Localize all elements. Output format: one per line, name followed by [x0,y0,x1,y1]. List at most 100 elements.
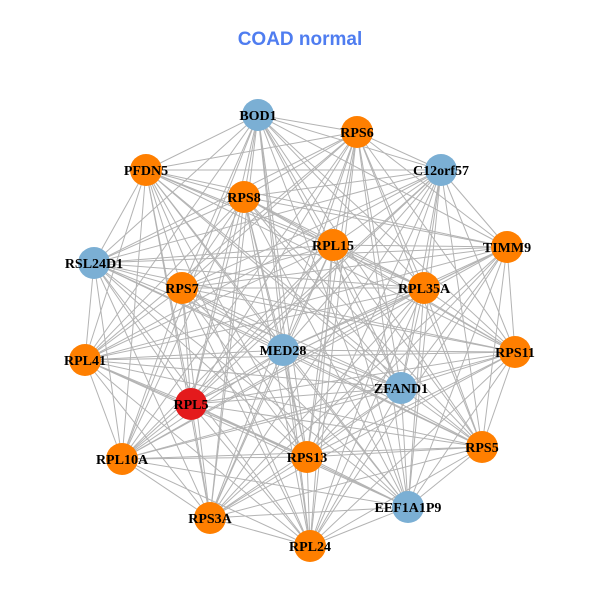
node-c12orf57: C12orf57 [413,154,469,186]
edge [145,169,425,289]
edge [181,244,334,289]
edge [356,131,425,289]
node-label: BOD1 [239,109,276,124]
edge [306,287,425,458]
node-med28: MED28 [260,334,307,366]
node-rps7: RPS7 [165,272,199,304]
node-circle [317,229,349,261]
edge [190,114,259,405]
edge [121,287,183,460]
edge [145,114,259,171]
node-label: EEF1A1P9 [375,501,442,516]
edge [209,131,358,519]
node-label: C12orf57 [413,164,469,179]
edge [306,446,483,458]
edge [145,169,245,198]
edge [181,169,442,289]
node-circle [69,344,101,376]
edge [145,169,211,519]
edge [209,114,259,519]
edge [407,351,516,508]
edge [84,349,284,361]
node-label: RPS13 [287,451,327,466]
node-label: TIMM9 [483,241,531,256]
edge [332,169,442,246]
edge [181,287,192,405]
node-timm9: TIMM9 [483,231,531,263]
edge [93,246,508,264]
edge [506,246,516,353]
edge [190,403,311,547]
edge [190,196,245,405]
edge [121,387,402,460]
edge [400,387,483,448]
edge [209,446,483,519]
edge [84,114,259,361]
node-eef1a1p9: EEF1A1P9 [375,491,442,523]
edge [243,131,358,198]
node-rpl10a: RPL10A [96,443,149,475]
edge [190,131,358,405]
node-rsl24d1: RSL24D1 [65,247,123,279]
node-label: RPL41 [64,354,106,369]
edge [356,131,409,508]
node-label: RPS3A [188,512,232,527]
node-label: RPS7 [165,282,198,297]
edge [84,287,425,361]
node-label: PFDN5 [124,164,168,179]
edges-layer [84,114,516,547]
node-label: RPS11 [495,346,535,361]
edge [243,196,508,248]
edge [332,244,483,448]
edge [181,287,284,351]
edge [400,387,409,508]
edge [190,403,211,519]
node-label: MED28 [260,344,307,359]
edge [332,244,425,289]
edge [93,169,147,264]
edge [257,114,284,351]
edge [306,351,516,458]
edge [121,169,442,460]
node-rps13: RPS13 [287,441,327,473]
edge [84,287,183,361]
edge [145,169,183,289]
node-label: RPL10A [96,453,149,468]
edge [209,517,311,547]
edge [481,246,508,448]
edge [84,351,516,361]
edge [145,169,311,547]
edge [121,169,147,460]
edge [84,359,483,448]
edge [243,196,402,389]
edge [93,262,425,289]
edge [121,458,211,519]
node-circle [291,441,323,473]
edge [257,114,409,508]
edge [93,262,308,458]
edge [243,196,516,353]
edge [209,244,334,519]
node-circle [385,372,417,404]
node-rps11: RPS11 [495,336,535,368]
edge [121,458,311,547]
edge [84,246,508,361]
node-circle [408,272,440,304]
edge [481,351,516,448]
edge [84,359,402,389]
edge [282,349,308,458]
edge [209,456,308,519]
edge [243,196,308,458]
node-label: RPL5 [174,398,209,413]
edge [190,349,284,405]
edge [440,169,483,448]
figure-title: COAD normal [237,29,363,50]
edge [93,169,442,264]
edge [257,114,358,133]
edge [93,262,516,353]
edge [181,196,245,289]
edge [356,131,516,353]
edge [407,246,508,508]
